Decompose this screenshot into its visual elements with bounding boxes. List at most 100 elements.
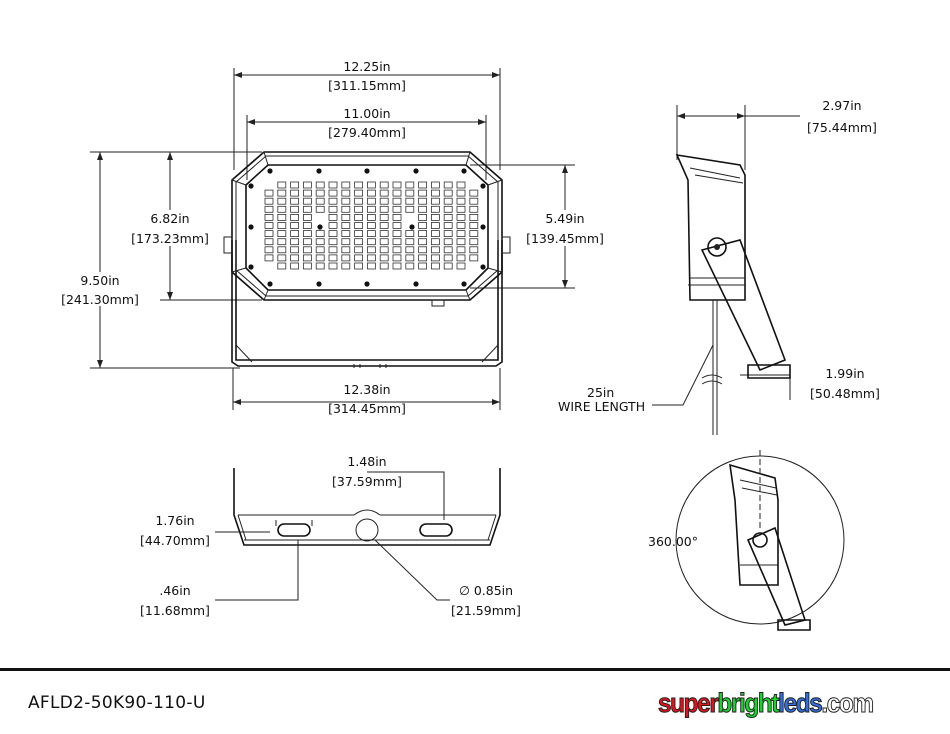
led-chip xyxy=(302,213,312,221)
led-chip xyxy=(430,213,440,221)
slot-length-in: 1.76in xyxy=(155,513,194,528)
rotation-angle: 360.00° xyxy=(648,534,698,549)
led-chip xyxy=(469,254,479,262)
screw xyxy=(364,168,370,174)
led-chip xyxy=(277,222,287,229)
led-chip xyxy=(315,181,325,189)
screw xyxy=(248,264,254,270)
model-number: AFLD2-50K90-110-U xyxy=(28,693,206,713)
led-chip xyxy=(379,254,389,262)
led-chip xyxy=(379,246,389,254)
overall-height-in: 9.50in xyxy=(80,273,119,288)
led-chip xyxy=(366,189,376,197)
screw xyxy=(267,281,273,287)
led-chip xyxy=(392,254,402,262)
led-chip xyxy=(290,189,300,197)
led-chip xyxy=(418,181,428,189)
led-chip xyxy=(264,246,274,254)
led-chip xyxy=(341,181,351,189)
led-chip xyxy=(341,189,351,197)
screw xyxy=(316,168,322,174)
led-chip xyxy=(418,230,428,238)
screw xyxy=(480,183,486,189)
led-chip xyxy=(341,197,351,205)
led-chip xyxy=(366,197,376,205)
led-chip xyxy=(418,262,428,270)
led-chip xyxy=(456,189,466,197)
screw xyxy=(248,224,254,230)
bracket-width-in: 12.38in xyxy=(343,382,390,397)
led-chip xyxy=(328,230,338,238)
screw xyxy=(316,281,322,287)
led-chip xyxy=(392,222,402,229)
led-chip xyxy=(418,222,428,229)
led-chip xyxy=(392,230,402,238)
led-chip xyxy=(277,197,287,205)
led-chip xyxy=(392,197,402,205)
led-chip xyxy=(328,222,338,229)
led-chip xyxy=(366,213,376,221)
led-chip xyxy=(277,254,287,262)
screw xyxy=(267,168,273,174)
led-chip xyxy=(277,181,287,189)
led-chip xyxy=(366,230,376,238)
led-chip xyxy=(290,181,300,189)
led-chip xyxy=(354,262,364,270)
led-chip xyxy=(469,205,479,213)
led-chip xyxy=(354,230,364,238)
led-chip xyxy=(328,246,338,254)
led-chip xyxy=(290,205,300,213)
led-chip xyxy=(456,197,466,205)
led-chip xyxy=(430,181,440,189)
led-chip xyxy=(290,254,300,262)
led-chip xyxy=(443,222,453,229)
led-chip xyxy=(315,230,325,238)
led-chip xyxy=(341,254,351,262)
hole-diameter-in: ∅ 0.85in xyxy=(459,583,513,598)
led-chip xyxy=(456,222,466,229)
led-chip xyxy=(469,238,479,246)
led-chip xyxy=(366,222,376,229)
led-chip xyxy=(379,181,389,189)
led-chip xyxy=(418,213,428,221)
screw xyxy=(364,281,370,287)
led-chip xyxy=(366,254,376,262)
wire-length-label: WIRE LENGTH xyxy=(558,399,645,414)
bracket-view xyxy=(215,468,501,601)
led-chip xyxy=(315,189,325,197)
led-chip xyxy=(341,262,351,270)
led-chip xyxy=(264,238,274,246)
led-chip xyxy=(277,230,287,238)
led-chip xyxy=(341,246,351,254)
led-chip xyxy=(354,181,364,189)
slot-spacing-in: 1.48in xyxy=(347,454,386,469)
led-chip xyxy=(302,238,312,246)
overall-width-mm: [311.15mm] xyxy=(328,78,406,93)
bracket-depth-in: 1.99in xyxy=(825,366,864,381)
led-chip xyxy=(290,213,300,221)
inner-width-in: 11.00in xyxy=(343,106,390,121)
led-chip xyxy=(315,262,325,270)
led-chip xyxy=(443,189,453,197)
led-chip xyxy=(264,213,274,221)
led-chip xyxy=(341,238,351,246)
footer-divider xyxy=(0,668,950,671)
led-chip xyxy=(302,189,312,197)
led-chip xyxy=(264,222,274,229)
led-chip xyxy=(328,197,338,205)
led-chip xyxy=(341,205,351,213)
led-chip xyxy=(430,230,440,238)
led-chip xyxy=(290,197,300,205)
screw xyxy=(248,183,254,189)
led-chip xyxy=(379,213,389,221)
housing-height-mm: [173.23mm] xyxy=(131,231,209,246)
led-chip xyxy=(392,262,402,270)
led-chip xyxy=(341,213,351,221)
led-chip xyxy=(392,205,402,213)
bracket-width-mm: [314.45mm] xyxy=(328,401,406,416)
led-chip xyxy=(469,197,479,205)
lens-height-in: 5.49in xyxy=(545,211,584,226)
led-chip xyxy=(277,262,287,270)
led-chip xyxy=(469,189,479,197)
led-chip xyxy=(366,205,376,213)
